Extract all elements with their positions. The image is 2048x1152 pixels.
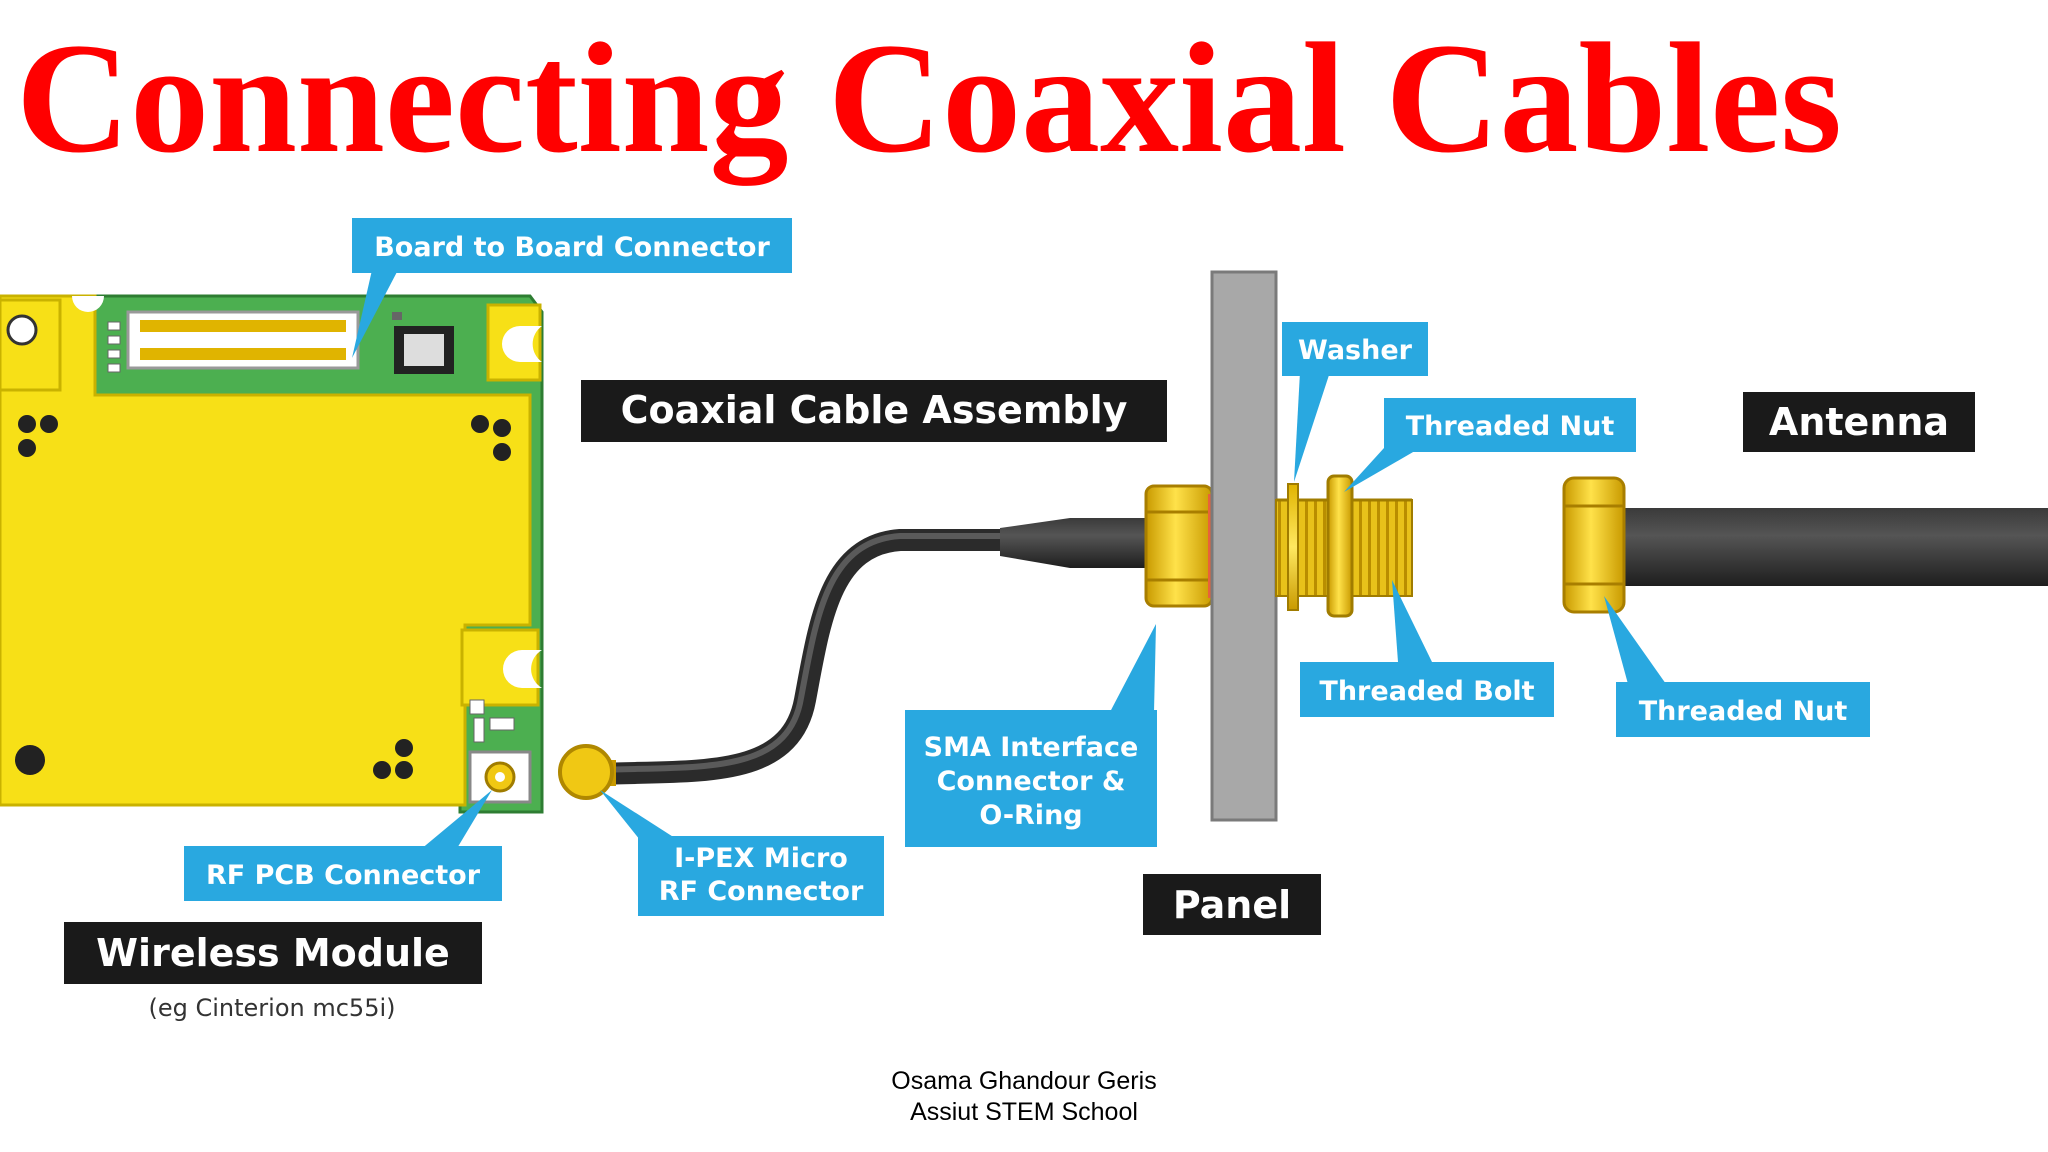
footer: Osama Ghandour Geris Assiut STEM School xyxy=(0,1066,2048,1128)
label-ipex-line2: RF Connector xyxy=(659,876,864,907)
cable-boot xyxy=(1000,518,1160,568)
title-antenna: Antenna xyxy=(1743,392,1975,452)
washer xyxy=(1287,483,1299,611)
callout-rf-pcb: RF PCB Connector xyxy=(184,790,502,901)
callout-threaded-nut-top: Threaded Nut xyxy=(1344,398,1636,492)
label-threaded-nut-top: Threaded Nut xyxy=(1406,411,1615,442)
label-ipex-line1: I-PEX Micro xyxy=(674,843,848,874)
callout-threaded-nut-bottom: Threaded Nut xyxy=(1604,596,1870,737)
callout-board-to-board: Board to Board Connector xyxy=(352,218,792,358)
label-coax-assembly: Coaxial Cable Assembly xyxy=(621,388,1128,432)
title-wireless-module: Wireless Module xyxy=(64,922,482,984)
label-threaded-bolt: Threaded Bolt xyxy=(1319,676,1534,707)
label-rf-pcb: RF PCB Connector xyxy=(206,860,481,891)
coaxial-cable xyxy=(587,518,1160,785)
sma-connector xyxy=(1144,484,1220,608)
label-washer: Washer xyxy=(1298,335,1413,366)
rf-shield-yellow xyxy=(0,294,532,807)
label-threaded-nut-bottom: Threaded Nut xyxy=(1639,696,1848,727)
label-wireless-module: Wireless Module xyxy=(96,931,450,975)
slide-title: Connecting Coaxial Cables xyxy=(16,11,1842,186)
connector-pins-top xyxy=(140,320,346,332)
board-notch xyxy=(72,296,104,312)
footer-author: Osama Ghandour Geris xyxy=(891,1067,1157,1095)
label-board-to-board: Board to Board Connector xyxy=(374,232,770,263)
label-panel: Panel xyxy=(1173,883,1291,927)
callout-sma: SMA Interface Connector & O-Ring xyxy=(905,624,1157,847)
callout-threaded-bolt: Threaded Bolt xyxy=(1300,580,1554,717)
title-coax-assembly: Coaxial Cable Assembly xyxy=(581,380,1167,442)
mount-tab xyxy=(0,298,62,392)
board-dots xyxy=(15,415,511,779)
mount-slot-icon-2 xyxy=(503,650,542,688)
label-sma-line2: Connector & xyxy=(937,766,1126,797)
footer-school: Assiut STEM School xyxy=(910,1098,1138,1126)
title-panel: Panel xyxy=(1143,874,1321,935)
threaded-nut-bolt xyxy=(1326,474,1354,618)
connector-pins-bottom xyxy=(140,348,346,360)
label-sma-line3: O-Ring xyxy=(979,800,1082,831)
mount-slot-icon xyxy=(502,326,542,362)
callout-ipex: I-PEX Micro RF Connector xyxy=(600,790,884,916)
panel xyxy=(1210,270,1278,822)
label-wireless-module-example: (eg Cinterion mc55i) xyxy=(148,994,395,1022)
label-antenna: Antenna xyxy=(1769,400,1949,444)
mount-hole-icon xyxy=(6,314,38,346)
antenna xyxy=(1562,476,2048,614)
callout-washer: Washer xyxy=(1282,322,1428,482)
wireless-module-board xyxy=(0,294,544,814)
ipex-connector xyxy=(558,744,616,800)
label-sma-line1: SMA Interface xyxy=(924,732,1139,763)
